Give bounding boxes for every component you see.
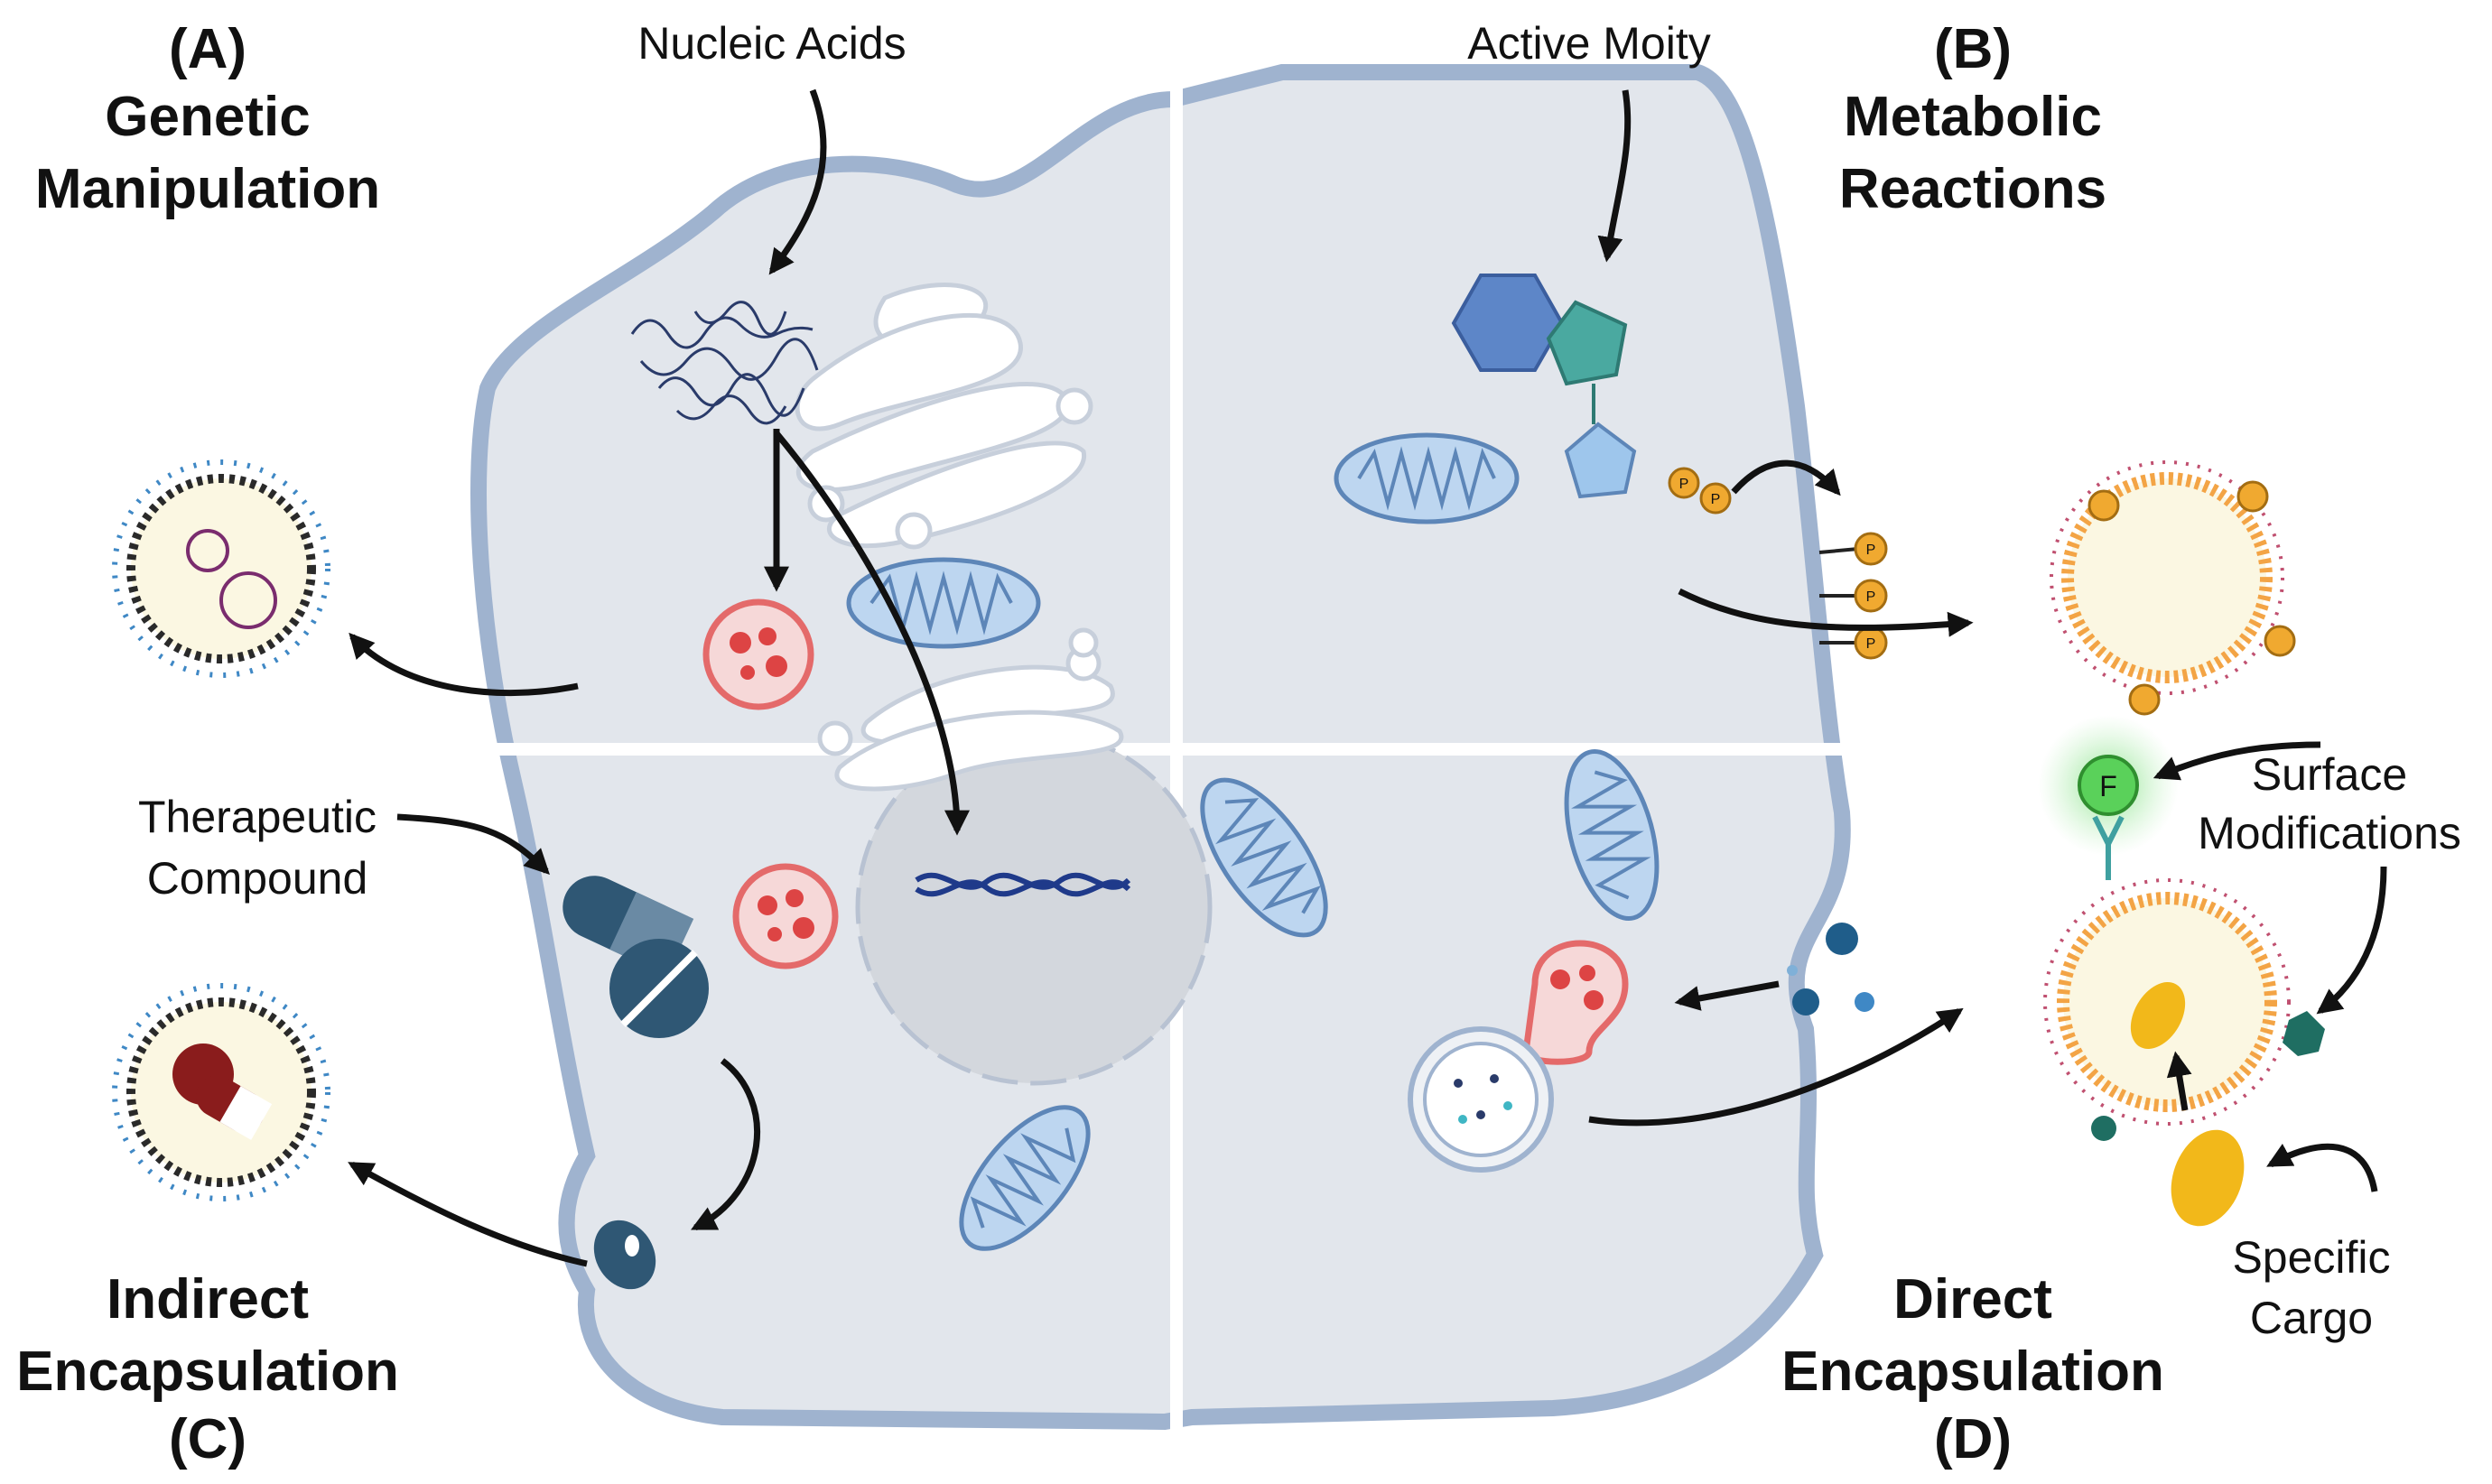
- svg-text:P: P: [1866, 636, 1876, 652]
- panel-b-line2: Reactions: [1839, 158, 2106, 220]
- nucleotide-icon: P P: [1451, 274, 1732, 515]
- svg-text:P: P: [1866, 543, 1876, 558]
- panel-a-line2: Manipulation: [35, 158, 380, 220]
- arrows: [348, 88, 2387, 1267]
- secreted-particles: [1787, 923, 1874, 1016]
- svg-text:P: P: [1711, 492, 1721, 507]
- svg-text:P: P: [1866, 589, 1876, 605]
- dna-icon: [915, 872, 1131, 897]
- antibody-icon: F: [2038, 715, 2179, 880]
- panel-a-letter: (A): [169, 18, 246, 80]
- vesicle-icon: [593, 1220, 656, 1290]
- panel-d-line1: Direct: [1893, 1268, 2052, 1331]
- panel-c-line2: Encapsulation: [16, 1340, 399, 1403]
- therapeutic-label-line2: Compound: [147, 853, 368, 904]
- panel-c-title: Indirect Encapsulation (C): [16, 1268, 399, 1470]
- svg-text:P: P: [1679, 477, 1689, 492]
- cargo-icon: [2171, 1129, 2245, 1227]
- vesicle-icon: [1408, 940, 1629, 1173]
- panel-a-title: (A) Genetic Manipulation: [35, 18, 380, 220]
- mitochondrion-icon: [846, 557, 1041, 649]
- surface-label-line2: Modifications: [2198, 808, 2461, 858]
- panel-c-letter: (C): [169, 1408, 246, 1470]
- cargo-label-line2: Cargo: [2250, 1293, 2373, 1343]
- mitochondrion-icon: [1200, 777, 1328, 938]
- nucleic-acid-icon: [630, 301, 819, 425]
- extracellular-vesicle: [2050, 460, 2296, 716]
- panel-b-title: (B) Metabolic Reactions: [1839, 18, 2106, 220]
- therapeutic-label-line1: Therapeutic: [138, 792, 377, 842]
- golgi-icon: [817, 627, 1124, 792]
- svg-text:F: F: [2099, 770, 2117, 802]
- extracellular-vesicle: [112, 983, 330, 1201]
- mitochondrion-icon: [1564, 749, 1660, 921]
- panel-d-line2: Encapsulation: [1781, 1340, 2164, 1403]
- surface-label-line1: Surface: [2252, 749, 2407, 800]
- panel-b-letter: (B): [1934, 18, 2012, 80]
- panel-c-line1: Indirect: [107, 1268, 309, 1331]
- panel-d-title: Direct Encapsulation (D): [1781, 1268, 2164, 1470]
- panel-b-line1: Metabolic: [1844, 86, 2102, 148]
- cargo-label-line1: Specific: [2232, 1232, 2390, 1283]
- extracellular-vesicle: [2043, 878, 2325, 1141]
- nucleic-acids-label: Nucleic Acids: [637, 18, 906, 69]
- lysosome-icon: [732, 863, 839, 969]
- lysosome-icon: [702, 598, 814, 710]
- mitochondrion-icon: [959, 1105, 1091, 1251]
- golgi-icon: [795, 283, 1093, 550]
- mitochondrion-icon: [1334, 432, 1520, 524]
- panel-a-line1: Genetic: [105, 86, 310, 148]
- membrane-phosphates: P P P: [1818, 532, 1888, 660]
- active-moiety-label: Active Moity: [1467, 18, 1711, 69]
- panel-d-letter: (D): [1934, 1408, 2012, 1470]
- extracellular-vesicle: [112, 459, 330, 678]
- pill-icon: [563, 876, 709, 1038]
